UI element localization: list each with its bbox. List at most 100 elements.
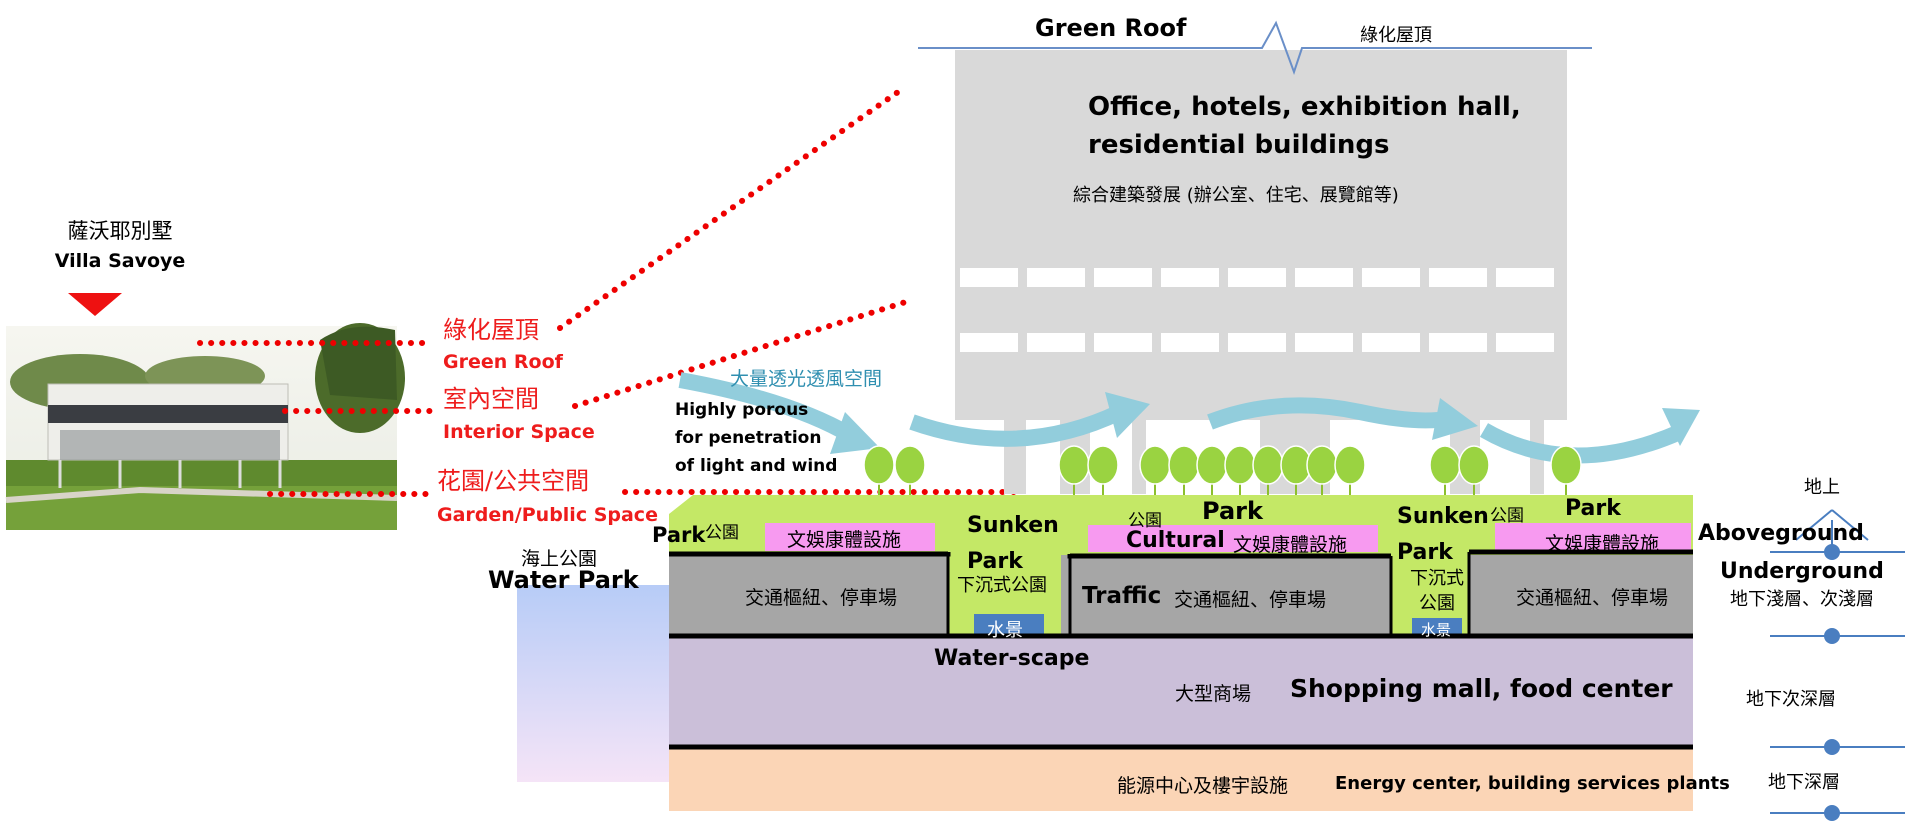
villa-roof-zh: 綠化屋頂 xyxy=(443,316,539,344)
mall-en: Shopping mall, food center xyxy=(1290,674,1673,703)
tower-window xyxy=(1362,268,1420,287)
airflow-line2: for penetration xyxy=(675,428,821,448)
trees xyxy=(863,445,1582,498)
park-left-en: Park xyxy=(652,523,706,547)
tree-icon xyxy=(863,445,895,485)
tree-icon xyxy=(1224,445,1256,485)
villa-roof-en: Green Roof xyxy=(443,351,564,373)
level-under-en: Underground xyxy=(1720,559,1884,584)
villa-pointer-icon xyxy=(68,293,122,316)
tower-window xyxy=(1496,333,1554,352)
tree-icon xyxy=(1196,445,1228,485)
tower-window xyxy=(1362,333,1420,352)
traffic-right-zh: 交通樞紐、停車場 xyxy=(1516,587,1668,609)
tree-icon xyxy=(1168,445,1200,485)
tower-roof-zh: 綠化屋頂 xyxy=(1360,25,1432,46)
airflow-arrows xyxy=(678,372,1684,464)
tree-icon xyxy=(1058,445,1090,485)
villa-savoye-photo xyxy=(5,323,405,530)
arrowheads xyxy=(830,392,1700,454)
energy-en: Energy center, building services plants xyxy=(1335,773,1730,794)
villa-title-en: Villa Savoye xyxy=(55,250,186,272)
tower-windows xyxy=(960,268,1554,352)
villa-title-zh: 薩沃耶別墅 xyxy=(68,219,173,243)
level-middeep-zh: 地下次深層 xyxy=(1746,689,1836,710)
airflow-line3: of light and wind xyxy=(675,456,837,476)
water2-zh: 水景 xyxy=(1421,621,1451,639)
sunken2-zh-1: 下沉式 xyxy=(1410,568,1464,589)
level-markers xyxy=(1824,544,1840,821)
energy-zh: 能源中心及樓宇設施 xyxy=(1117,775,1288,797)
sunken2-line2: Park xyxy=(1397,540,1454,565)
tower-window xyxy=(1429,268,1487,287)
park-mid-zh: 公園 xyxy=(1128,511,1162,531)
tower-window xyxy=(1027,268,1085,287)
dotted-connectors xyxy=(197,89,1018,497)
traffic-left-zh: 交通樞紐、停車場 xyxy=(745,587,897,609)
water-feature-2 xyxy=(1412,618,1462,638)
villa-garden-en: Garden/Public Space xyxy=(437,504,658,526)
tower-window xyxy=(1295,268,1353,287)
level-deep-zh: 地下深層 xyxy=(1768,772,1840,793)
airflow-title-zh: 大量透光透風空間 xyxy=(730,368,882,390)
water-park-en: Water Park xyxy=(488,566,640,594)
water1-zh: 水景 xyxy=(987,620,1023,641)
tower-window xyxy=(1228,268,1286,287)
sunken1-zh: 下沉式公園 xyxy=(957,575,1047,596)
tree-icon xyxy=(1334,445,1366,485)
park-right-zh: 公園 xyxy=(1490,506,1524,526)
cultural-box-left xyxy=(765,523,935,551)
sunken2-zh-2: 公園 xyxy=(1419,593,1455,614)
water-park-zh: 海上公園 xyxy=(521,548,597,570)
tower-window xyxy=(960,333,1018,352)
tree-icon xyxy=(1550,445,1582,485)
traffic-mid-zh: 交通樞紐、停車場 xyxy=(1174,589,1326,611)
tower-window xyxy=(1429,333,1487,352)
cultural-box-mid xyxy=(1088,525,1378,552)
tower-window xyxy=(1161,333,1219,352)
park-mid-en: Park xyxy=(1202,497,1264,525)
mall-band xyxy=(669,638,1693,745)
tree-icon xyxy=(1087,445,1119,485)
tower-window xyxy=(1161,268,1219,287)
traffic-band xyxy=(669,555,1693,635)
mall-zh: 大型商場 xyxy=(1175,683,1251,705)
villa-garden-zh: 花園/公共空間 xyxy=(437,467,589,495)
tower-window xyxy=(1094,333,1152,352)
tree-icon xyxy=(1306,445,1338,485)
cultural-box-right xyxy=(1495,523,1691,552)
airflow-line1: Highly porous xyxy=(675,400,808,420)
tower-window xyxy=(1094,268,1152,287)
cultural-right-zh: 文娛康體設施 xyxy=(1545,533,1659,555)
water-park-pool xyxy=(517,585,669,782)
tower-window xyxy=(960,268,1018,287)
villa-interior-zh: 室內空間 xyxy=(443,385,539,413)
tree-icon xyxy=(894,445,926,485)
energy-band xyxy=(669,749,1693,811)
sunken2-line1: Sunken xyxy=(1397,504,1489,529)
tree-icon xyxy=(1252,445,1284,485)
roof-line xyxy=(918,20,1592,76)
tower-title-line2: residential buildings xyxy=(1088,130,1390,160)
tower-title-line1: Office, hotels, exhibition hall, xyxy=(1088,92,1521,122)
tower-window xyxy=(1295,333,1353,352)
water-en: Water-scape xyxy=(934,646,1089,671)
cultural-left-zh: 文娛康體設施 xyxy=(787,529,901,551)
sunken1-line2: Park xyxy=(967,549,1024,574)
villa-interior-en: Interior Space xyxy=(443,421,595,443)
traffic-mid-en: Traffic xyxy=(1082,583,1161,609)
tree-icon xyxy=(1139,445,1171,485)
level-above-en: Aboveground xyxy=(1698,521,1864,546)
cultural-mid-en: Cultural xyxy=(1126,528,1225,553)
level-above-zh: 地上 xyxy=(1804,477,1840,498)
level-shallow-zh: 地下淺層、次淺層 xyxy=(1730,589,1874,610)
tower-window xyxy=(1496,268,1554,287)
tree-icon xyxy=(1429,445,1461,485)
park-left-zh: 公園 xyxy=(705,523,739,543)
tower-roof-en: Green Roof xyxy=(1035,14,1187,42)
park-right-en: Park xyxy=(1565,496,1622,521)
tower-window xyxy=(1228,333,1286,352)
tree-icon xyxy=(1458,445,1490,485)
tower-window xyxy=(1027,333,1085,352)
